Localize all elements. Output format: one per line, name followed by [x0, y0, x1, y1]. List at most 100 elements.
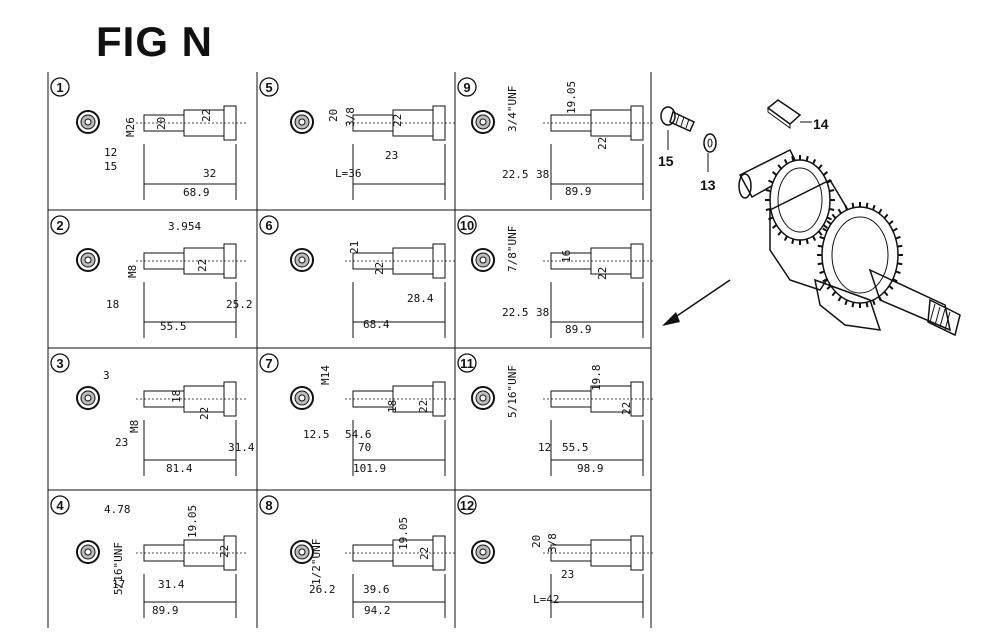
dim-label: 3/8 [546, 533, 559, 553]
dim-label: 22 [391, 114, 404, 127]
gear-tooth [812, 159, 817, 165]
panel-number-3: 3 [56, 356, 63, 371]
panel-number-4: 4 [56, 498, 64, 513]
gear-tooth [837, 296, 842, 302]
end-view-bore-11 [479, 394, 487, 402]
end-view-bore-8 [298, 548, 306, 556]
end-view-bore-4 [84, 548, 92, 556]
dimension-lines-3 [143, 420, 237, 476]
gear-tooth [826, 285, 832, 290]
shaft-profile-8 [345, 535, 457, 571]
dim-label: 19.8 [590, 365, 603, 392]
key-part-14 [766, 99, 812, 129]
dim-label: 89.9 [565, 323, 592, 336]
gear-tooth [822, 227, 828, 232]
dim-label: M8 [126, 265, 139, 278]
dim-label: 19.05 [397, 517, 410, 550]
dim-label: 22 [200, 109, 213, 122]
gear-tooth [805, 155, 809, 162]
dimension-lines-5 [352, 144, 446, 200]
gear-tooth [831, 291, 837, 297]
shaft-profile-7 [345, 381, 457, 417]
dim-label: 3/4"UNF [506, 86, 519, 132]
end-view-bore-12 [479, 548, 487, 556]
dim-label: 68.4 [363, 318, 390, 331]
bolt-part-15 [660, 106, 695, 150]
gear-tooth [865, 302, 869, 308]
dim-label: 38 [536, 306, 549, 319]
gear-tooth [822, 224, 828, 229]
dim-label: 31.4 [158, 578, 185, 591]
dim-label: M26 [124, 117, 137, 137]
gear-tooth [791, 238, 795, 245]
dim-label: 22.5 [502, 168, 529, 181]
gear-tooth [765, 189, 771, 193]
gear-tooth [826, 220, 832, 225]
panel-grid [47, 72, 652, 628]
dim-label: 21 [348, 241, 361, 254]
dim-label: 1/2"UNF [310, 539, 323, 585]
dim-label: L=36 [335, 167, 362, 180]
dim-label: 5/16"UNF [506, 365, 519, 418]
gear-tooth [772, 224, 778, 229]
dim-label: 20 [155, 117, 168, 130]
panel-badge-5 [259, 77, 279, 97]
gear-tooth [888, 285, 894, 290]
gear-tooth [817, 164, 823, 170]
dim-label: 32 [203, 167, 216, 180]
dim-label: 22 [218, 545, 231, 558]
panel-number-10: 10 [460, 218, 474, 233]
dim-label: 7/8"UNF [506, 226, 519, 272]
dim-label: 39.6 [363, 583, 390, 596]
end-view-bore-3 [84, 394, 92, 402]
dim-label: 23 [115, 436, 128, 449]
gear-tooth [772, 171, 778, 176]
dimension-lines-2 [143, 282, 237, 338]
end-view-bore-9 [479, 118, 487, 126]
crankshaft-illustration [738, 148, 961, 337]
dimension-lines-11 [550, 420, 644, 476]
dim-label: 3 [103, 369, 110, 382]
dimension-lines-1 [143, 144, 237, 200]
panel-badge-9 [457, 77, 477, 97]
dim-label: 12.5 [303, 428, 330, 441]
gear-tooth [837, 208, 842, 214]
dimension-lines-8 [352, 574, 446, 618]
dimension-lines-10 [550, 282, 644, 338]
gear-tooth [805, 238, 809, 245]
dim-label: 38 [536, 168, 549, 181]
dim-label: 70 [358, 441, 371, 454]
dim-label: 20 [327, 109, 340, 122]
dim-label: 68.9 [183, 186, 210, 199]
panel-number-11: 11 [460, 356, 474, 371]
dim-label: 55.5 [160, 320, 187, 333]
dim-label: 81.4 [166, 462, 193, 475]
gear-tooth [777, 230, 783, 236]
dim-label: 98.9 [577, 462, 604, 475]
panel-badge-10 [457, 215, 477, 235]
dim-label: 89.9 [565, 185, 592, 198]
dim-label: 5/16"UNF [112, 542, 125, 595]
shaft-profile-10 [543, 243, 655, 279]
gear-tooth [812, 235, 817, 241]
dim-label: 19.05 [565, 81, 578, 114]
dim-label: 22 [198, 407, 211, 420]
dim-label: 25.2 [226, 298, 253, 311]
end-view-bore-1 [84, 118, 92, 126]
gear-tooth [892, 278, 898, 283]
panel-number-7: 7 [265, 356, 272, 371]
panel-number-6: 6 [265, 218, 272, 233]
dimension-lines-4 [143, 574, 237, 618]
panel-badge-12 [457, 495, 477, 515]
gear-tooth [897, 244, 903, 248]
shaft-profile-6 [345, 243, 457, 279]
dim-label: 55.5 [562, 441, 589, 454]
gear-tooth [829, 207, 835, 211]
gear-tooth [768, 179, 774, 184]
end-view-bore-6 [298, 256, 306, 264]
